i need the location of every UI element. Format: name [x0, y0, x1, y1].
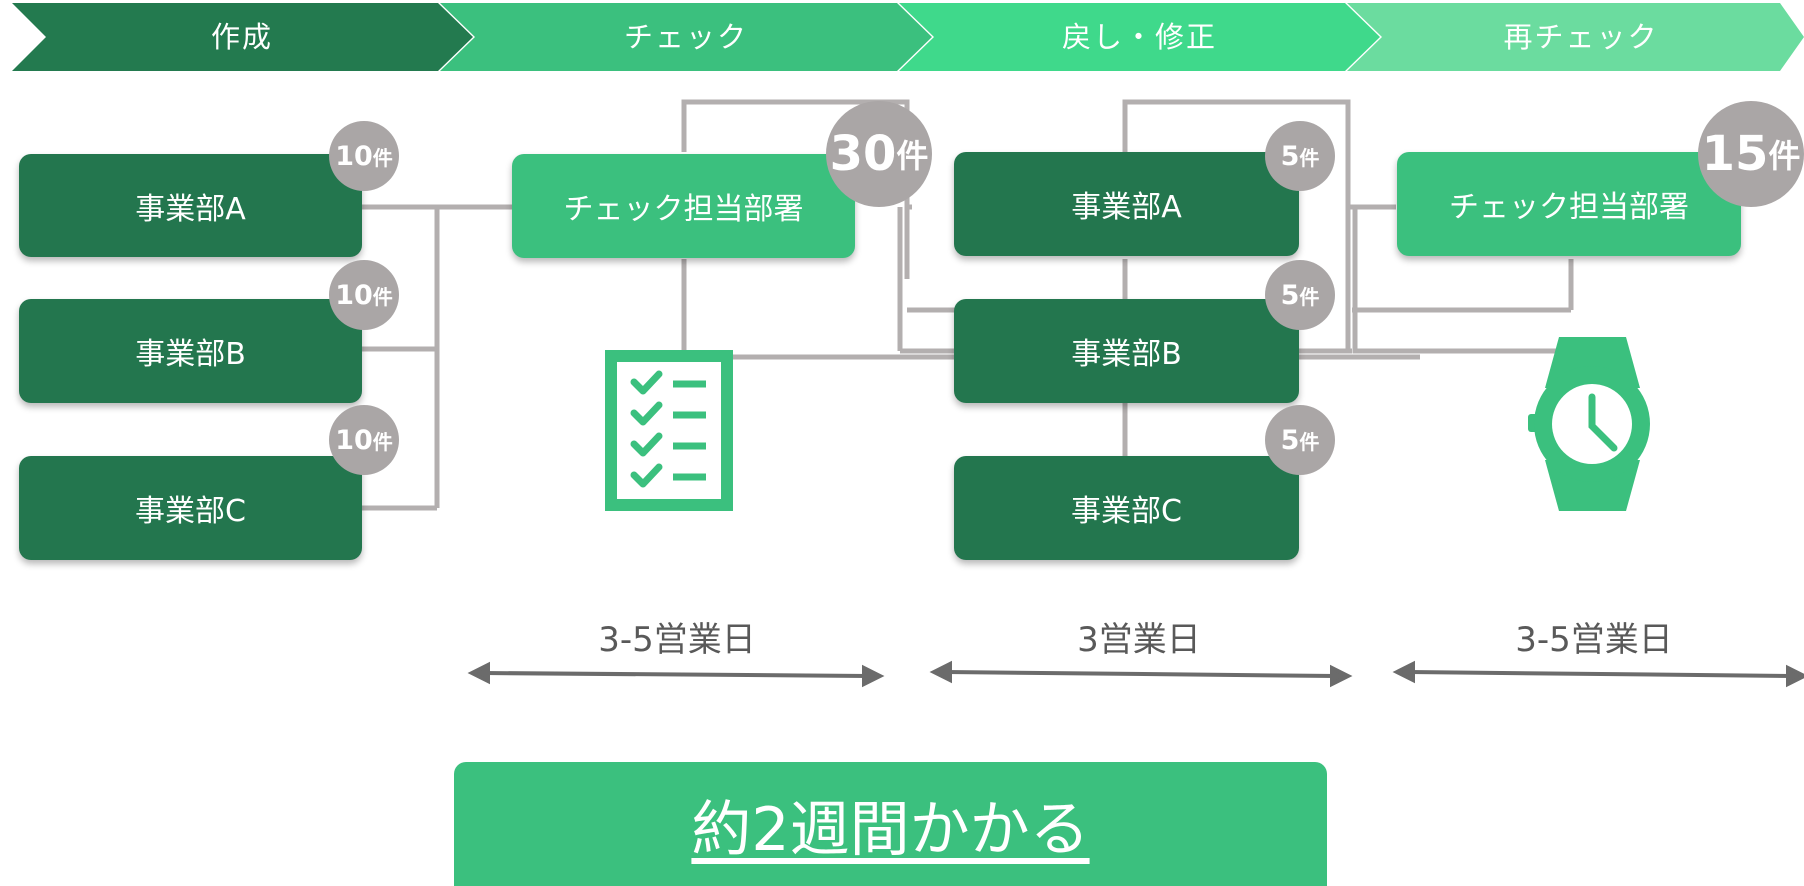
stage-arrow-3: [899, 3, 1380, 71]
connector-line: [1352, 207, 1571, 354]
count-value: 10: [335, 279, 373, 311]
connector-line: [362, 204, 512, 511]
department-label: 事業部C: [1071, 494, 1182, 529]
fix-department-b: 事業部B: [954, 299, 1299, 403]
check-department: チェック担当部署: [512, 154, 855, 258]
count-unit: 件: [1768, 137, 1801, 175]
summary-text: 約2週間かかる: [691, 794, 1090, 865]
duration-label-recheck: 3-5営業日: [1515, 620, 1673, 660]
stage-label-4: 再チェック: [1503, 20, 1659, 54]
department-label: 事業部C: [135, 494, 246, 529]
recheck-department: チェック担当部署: [1397, 152, 1741, 256]
creation-department-c: 事業部C: [19, 456, 362, 560]
stage-arrow-4: [1347, 3, 1804, 71]
duration-label-check: 3-5営業日: [598, 620, 756, 660]
creation-department-b: 事業部B: [19, 299, 362, 403]
creation-department-a: 事業部A: [19, 154, 362, 257]
count-value: 30: [829, 126, 897, 182]
duration-arrow-recheck: [1408, 670, 1793, 678]
stage-label-2: チェック: [623, 20, 748, 54]
fix-department-a: 事業部A: [954, 152, 1299, 256]
count-unit: 件: [1299, 284, 1320, 309]
department-label: チェック担当部署: [563, 192, 804, 227]
duration-arrow-check: [483, 671, 869, 678]
department-label: チェック担当部署: [1449, 190, 1689, 225]
fix-department-c: 事業部C: [954, 456, 1299, 560]
count-value: 10: [335, 140, 373, 172]
summary-banner: 約2週間かかる: [454, 762, 1327, 886]
department-label: 事業部B: [135, 337, 246, 372]
stage-label-1: 作成: [210, 20, 273, 54]
department-label: 事業部A: [1071, 190, 1182, 225]
count-value: 10: [335, 424, 373, 456]
count-value: 5: [1280, 279, 1300, 311]
count-value: 5: [1280, 424, 1300, 456]
count-unit: 件: [372, 284, 393, 309]
count-unit: 件: [372, 429, 393, 454]
count-unit: 件: [896, 137, 929, 175]
department-label: 事業部A: [135, 191, 246, 227]
duration-label-fix: 3営業日: [1077, 620, 1201, 660]
count-unit: 件: [1299, 145, 1320, 170]
count-value: 5: [1280, 140, 1300, 172]
department-label: 事業部B: [1071, 337, 1182, 372]
connector-line: [1352, 259, 1574, 313]
count-unit: 件: [1299, 429, 1320, 454]
stage-label-3: 戻し・修正: [1061, 20, 1217, 54]
count-unit: 件: [372, 145, 393, 170]
stage-arrow-1: [12, 3, 473, 71]
stage-arrow-2: [440, 3, 932, 71]
duration-arrow-fix: [945, 670, 1337, 678]
count-value: 15: [1701, 126, 1769, 182]
